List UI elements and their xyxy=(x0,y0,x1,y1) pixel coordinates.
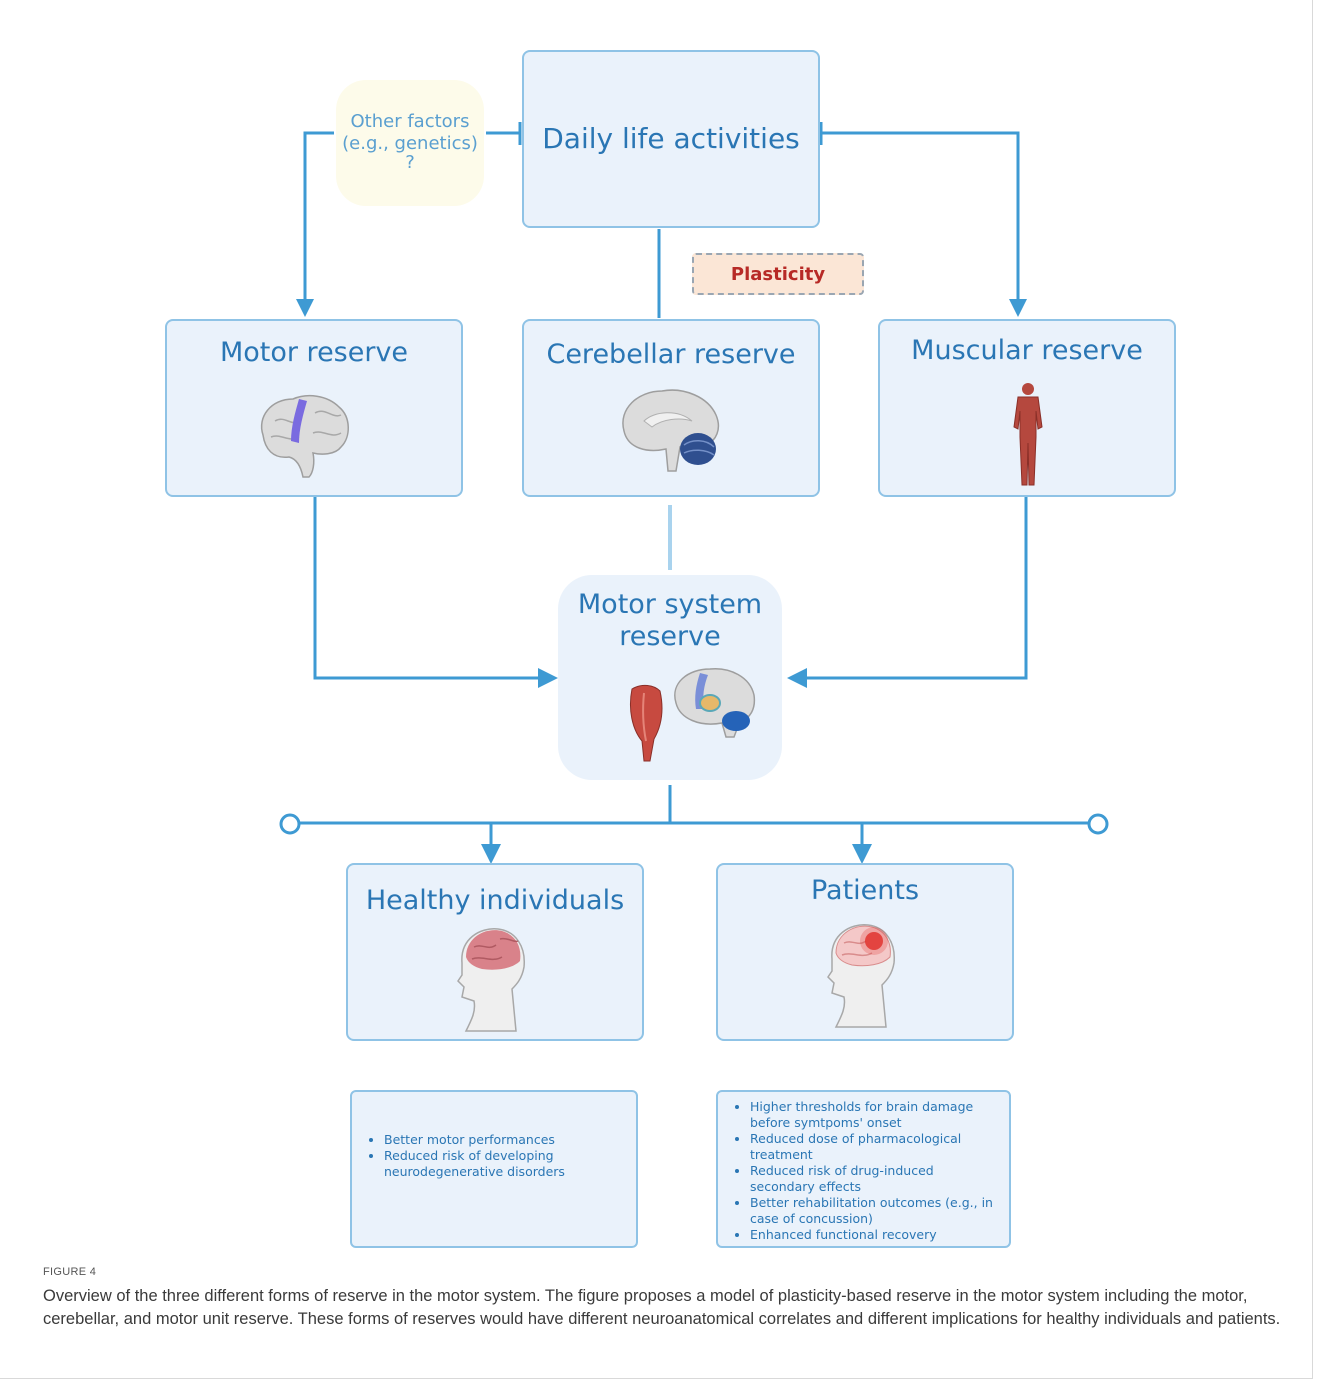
motor-system-reserve-box: Motor system reserve xyxy=(558,575,782,780)
healthy-individuals-box: Healthy individuals xyxy=(346,863,644,1041)
other-factors-bubble xyxy=(336,80,484,206)
other-factors-line1: Other factors xyxy=(350,111,470,132)
other-factors-label: Other factors (e.g., genetics) ? xyxy=(336,111,484,173)
patient-outcomes-box: Higher thresholds for brain damage befor… xyxy=(716,1090,1011,1248)
other-factors-line3: ? xyxy=(405,152,415,173)
brain-motor-cortex-icon xyxy=(260,394,349,478)
patient-outcome-item: Enhanced functional recovery xyxy=(750,1227,1000,1243)
healthy-outcomes-box: Better motor performances Reduced risk o… xyxy=(350,1090,638,1248)
patients-box: Patients xyxy=(716,863,1014,1041)
figure-caption: Overview of the three different forms of… xyxy=(43,1287,1281,1328)
brain-system-icon xyxy=(674,668,756,738)
healthy-outcome-item: Better motor performances xyxy=(384,1132,636,1148)
patients-title: Patients xyxy=(810,875,920,906)
daily-life-title: Daily life activities xyxy=(542,122,800,155)
cerebellar-reserve-box: Cerebellar reserve xyxy=(522,319,820,497)
figure-label: FIGURE 4 xyxy=(43,1266,97,1278)
daily-life-box: Daily life activities xyxy=(522,50,820,228)
healthy-outcome-item: Reduced risk of developing neurodegenera… xyxy=(384,1148,594,1180)
plasticity-label: Plasticity xyxy=(692,253,864,295)
motor-system-reserve-title: Motor system reserve xyxy=(558,589,782,653)
connector-lines xyxy=(279,122,1109,864)
healthy-individuals-title: Healthy individuals xyxy=(365,885,625,916)
motor-system-line2: reserve xyxy=(619,621,721,652)
motor-reserve-box: Motor reserve xyxy=(165,319,463,497)
muscular-body-icon xyxy=(1013,383,1043,486)
patient-outcomes-list: Higher thresholds for brain damage befor… xyxy=(718,1099,1000,1243)
motor-system-line1: Motor system xyxy=(577,589,763,620)
muscular-reserve-title: Muscular reserve xyxy=(911,335,1143,366)
brain-cerebellum-icon xyxy=(622,389,720,472)
motor-reserve-title: Motor reserve xyxy=(219,337,409,368)
healthy-outcomes-list: Better motor performances Reduced risk o… xyxy=(352,1132,636,1180)
patient-outcome-item: Higher thresholds for brain damage befor… xyxy=(750,1099,1000,1131)
muscular-reserve-box: Muscular reserve xyxy=(878,319,1176,497)
patient-outcome-item: Reduced risk of drug-induced secondary e… xyxy=(750,1163,1000,1195)
healthy-head-icon xyxy=(457,928,525,1032)
cerebellar-reserve-title: Cerebellar reserve xyxy=(546,339,796,370)
muscle-icon xyxy=(629,684,663,762)
other-factors-line2: (e.g., genetics) xyxy=(342,133,478,154)
patient-outcome-item: Reduced dose of pharmacological treatmen… xyxy=(750,1131,1000,1163)
patient-outcome-item: Better rehabilitation outcomes (e.g., in… xyxy=(750,1195,1000,1227)
patient-head-icon xyxy=(827,924,895,1028)
